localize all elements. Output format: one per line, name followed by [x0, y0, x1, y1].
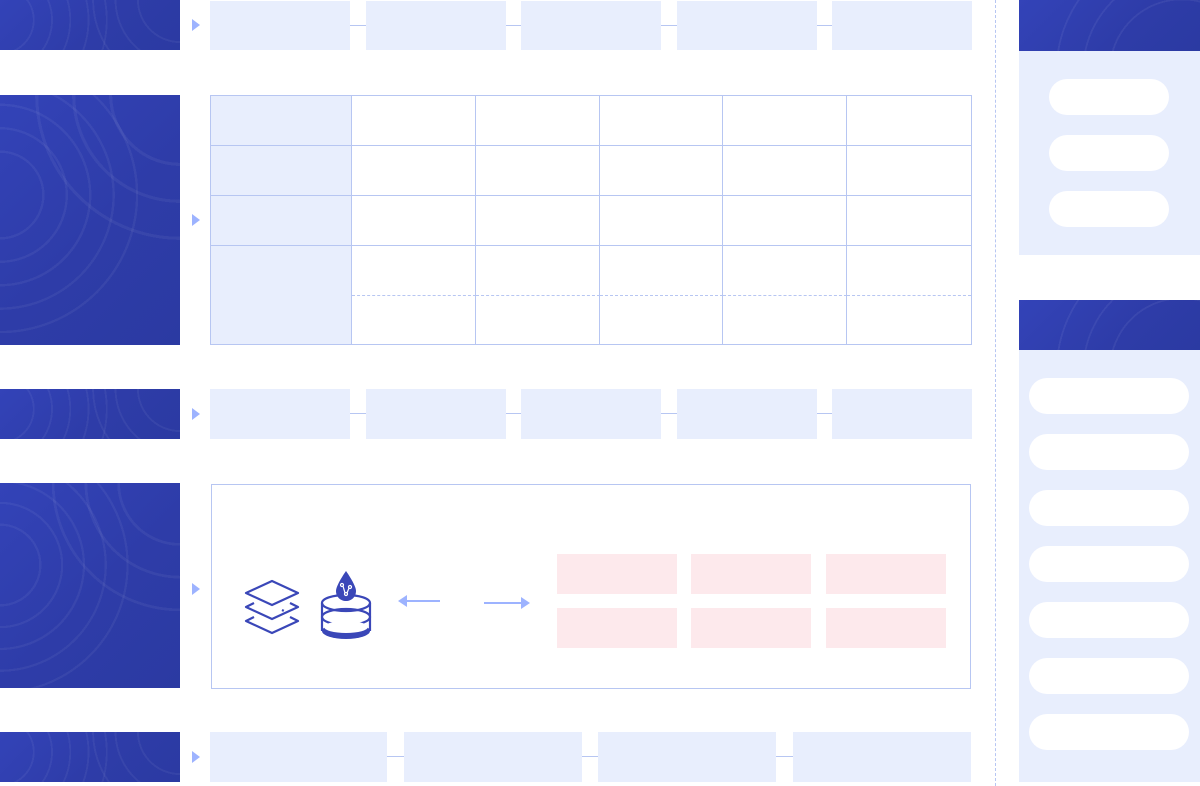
table-cell — [476, 196, 600, 246]
section-header-5 — [0, 732, 180, 782]
connector — [582, 756, 598, 757]
table-cell — [600, 196, 723, 246]
side-item — [1029, 714, 1189, 750]
step-box — [677, 389, 817, 439]
table-cell — [847, 246, 971, 296]
row-label — [211, 246, 352, 344]
info-box — [691, 554, 811, 594]
table-cell — [600, 96, 723, 146]
connector — [350, 413, 366, 414]
connector — [776, 756, 793, 757]
connector — [387, 756, 404, 757]
row-label-column — [211, 96, 352, 344]
step-box — [521, 1, 661, 50]
step-box — [521, 389, 661, 439]
table-cell — [723, 96, 847, 146]
side-item — [1029, 378, 1189, 414]
table-cell — [352, 96, 476, 146]
side-item — [1029, 434, 1189, 470]
side-item — [1029, 490, 1189, 526]
column-divider — [995, 0, 996, 786]
section-header-2 — [0, 95, 180, 345]
row-arrow-icon — [192, 751, 200, 763]
step-box — [210, 732, 387, 782]
table-cell — [847, 96, 971, 146]
side-item — [1029, 658, 1189, 694]
info-box — [557, 608, 677, 648]
table-cell — [600, 296, 723, 344]
table-cell — [352, 196, 476, 246]
connector — [817, 25, 832, 26]
matrix-table — [210, 95, 972, 345]
table-cell — [352, 296, 476, 344]
table-cell — [476, 246, 600, 296]
info-box — [557, 554, 677, 594]
table-cell — [600, 146, 723, 196]
section-header-3 — [0, 389, 180, 439]
table-cell — [476, 296, 600, 344]
step-box — [210, 1, 350, 50]
connector — [506, 413, 521, 414]
side-item — [1029, 546, 1189, 582]
table-cell — [600, 246, 723, 296]
info-box — [826, 608, 946, 648]
connector — [817, 413, 832, 414]
section-header-4 — [0, 483, 180, 688]
table-cell — [352, 146, 476, 196]
layers-icon — [244, 579, 300, 635]
side-panel-header-1 — [1019, 0, 1200, 51]
table-cell — [723, 196, 847, 246]
row-arrow-icon — [192, 214, 200, 226]
row-label — [211, 146, 352, 196]
info-box — [826, 554, 946, 594]
storage-panel — [211, 484, 971, 689]
table-cell — [476, 146, 600, 196]
side-item — [1029, 602, 1189, 638]
table-cell — [847, 296, 971, 344]
database-icon — [320, 571, 372, 639]
step-box — [677, 1, 817, 50]
table-cell — [723, 296, 847, 344]
row-arrow-icon — [192, 408, 200, 420]
arrow-left-icon — [398, 595, 440, 607]
row-arrow-icon — [192, 19, 200, 31]
section-header-1 — [0, 0, 180, 50]
step-box — [832, 389, 972, 439]
side-item — [1049, 191, 1169, 227]
step-box — [366, 1, 506, 50]
table-cell — [847, 146, 971, 196]
table-cell — [352, 246, 476, 296]
row-label — [211, 196, 352, 246]
arrow-right-icon — [484, 597, 530, 609]
connector — [350, 25, 366, 26]
side-panel-header-2 — [1019, 300, 1200, 350]
side-item — [1049, 79, 1169, 115]
table-cell — [723, 146, 847, 196]
row-arrow-icon — [192, 583, 200, 595]
step-box — [598, 732, 776, 782]
connector — [661, 413, 677, 414]
info-box — [691, 608, 811, 648]
table-cell — [847, 196, 971, 246]
step-box — [832, 1, 972, 50]
step-box — [793, 732, 971, 782]
connector — [506, 25, 521, 26]
step-box — [366, 389, 506, 439]
connector — [661, 25, 677, 26]
step-box — [210, 389, 350, 439]
table-cell — [723, 246, 847, 296]
row-label — [211, 96, 352, 146]
table-cell — [476, 96, 600, 146]
step-box — [404, 732, 582, 782]
side-item — [1049, 135, 1169, 171]
